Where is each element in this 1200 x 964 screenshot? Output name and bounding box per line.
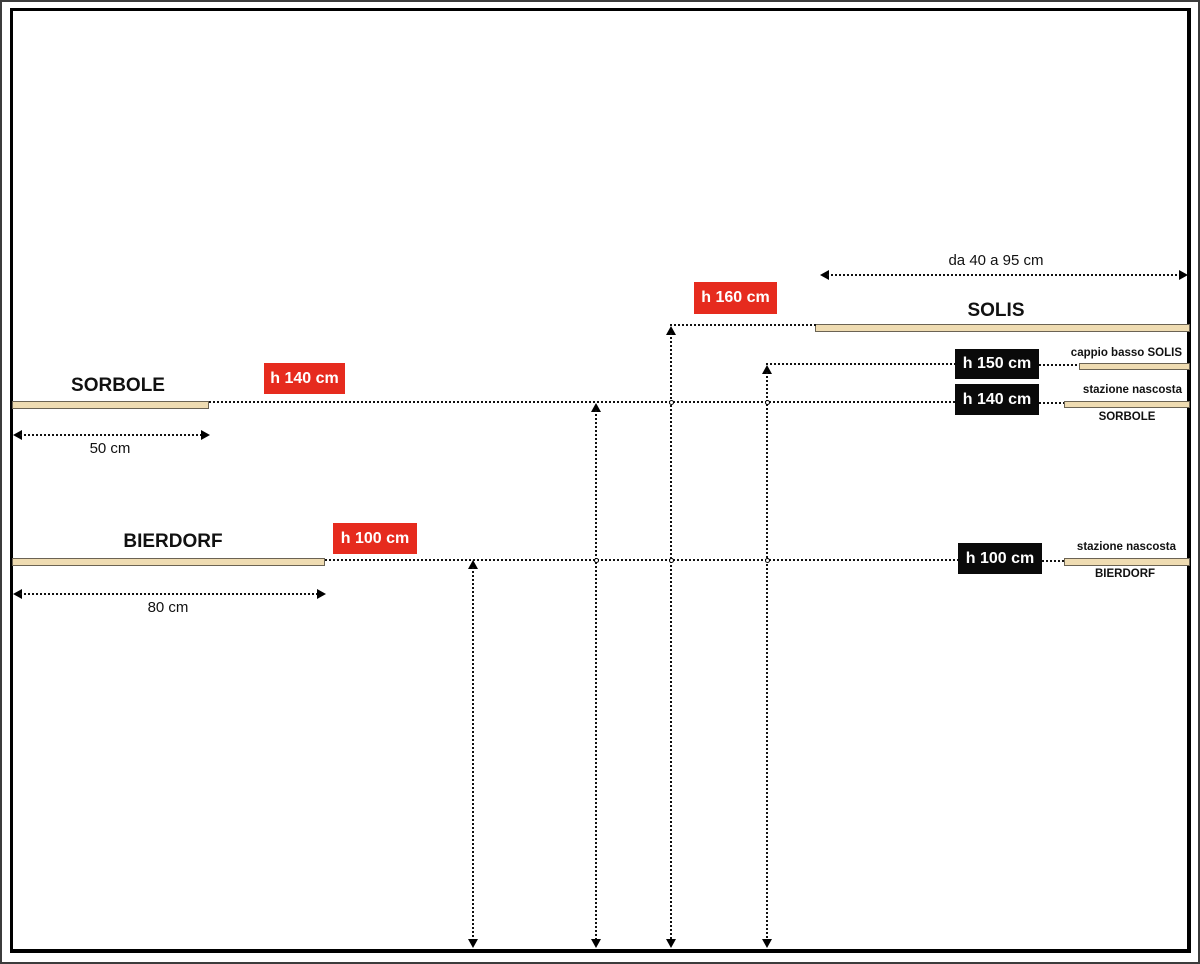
height-line-140-left	[209, 401, 955, 403]
height-line-150-right	[1039, 364, 1079, 366]
arrow-right-icon	[317, 589, 326, 599]
arrow-up-icon	[468, 560, 478, 569]
arrow-right-icon	[201, 430, 210, 440]
shelf-sorbole	[12, 401, 209, 409]
height-line-100-right	[1042, 560, 1064, 562]
shelf-sorbole-hidden	[1064, 401, 1190, 408]
height-tag-black-150: h 150 cm	[955, 349, 1039, 379]
measure-label-80cm: 80 cm	[147, 599, 189, 616]
label-sorbole-hidden-name: SORBOLE	[1098, 411, 1156, 423]
height-tag-red-140: h 140 cm	[264, 363, 345, 394]
shelf-cappio-basso-solis	[1079, 363, 1190, 370]
arrow-down-icon	[762, 939, 772, 948]
arrow-down-icon	[468, 939, 478, 948]
measure-label-solis-range: da 40 a 95 cm	[948, 252, 1044, 269]
arrow-left-icon	[13, 589, 22, 599]
arrow-up-icon	[762, 365, 772, 374]
line-crossing-mark	[594, 558, 599, 563]
height-line-160	[670, 324, 817, 326]
vertical-measure-arrow-h150	[762, 365, 772, 948]
measure-arrow-solis-range	[820, 270, 1188, 280]
label-stazione-nascosta-sorbole: stazione nascosta	[1082, 384, 1182, 396]
height-line-100-left	[325, 559, 959, 561]
line-crossing-mark	[765, 400, 770, 405]
label-stazione-nascosta-bierdorf: stazione nascosta	[1076, 541, 1176, 553]
shelf-bierdorf-hidden	[1064, 558, 1190, 566]
measure-label-50cm: 50 cm	[89, 440, 131, 457]
station-title-solis: SOLIS	[967, 300, 1025, 321]
vertical-measure-arrow-h140	[591, 403, 601, 948]
arrow-up-icon	[666, 326, 676, 335]
shelf-bierdorf	[12, 558, 325, 566]
height-tag-red-100: h 100 cm	[333, 523, 417, 554]
line-crossing-mark	[669, 558, 674, 563]
line-crossing-mark	[765, 558, 770, 563]
station-title-sorbole: SORBOLE	[71, 375, 165, 396]
label-cappio-basso-solis: cappio basso SOLIS	[1070, 347, 1182, 359]
arrow-up-icon	[591, 403, 601, 412]
station-title-bierdorf: BIERDORF	[123, 531, 223, 552]
measure-arrow-50cm	[13, 430, 210, 440]
height-tag-black-100: h 100 cm	[958, 543, 1042, 574]
height-tag-black-140: h 140 cm	[955, 384, 1039, 415]
arrow-down-icon	[666, 939, 676, 948]
vertical-measure-arrow-h160	[666, 326, 676, 948]
height-line-150-left	[766, 363, 955, 365]
vertical-measure-arrow-h100	[468, 560, 478, 948]
arrow-down-icon	[591, 939, 601, 948]
line-crossing-mark	[669, 400, 674, 405]
arrow-left-icon	[13, 430, 22, 440]
label-bierdorf-hidden-name: BIERDORF	[1094, 568, 1156, 580]
measure-arrow-80cm	[13, 589, 326, 599]
shelf-solis	[815, 324, 1190, 332]
height-line-140-right	[1039, 402, 1064, 404]
height-tag-red-160: h 160 cm	[694, 282, 777, 314]
room-outline	[10, 8, 1191, 953]
arrow-right-icon	[1179, 270, 1188, 280]
arrow-left-icon	[820, 270, 829, 280]
